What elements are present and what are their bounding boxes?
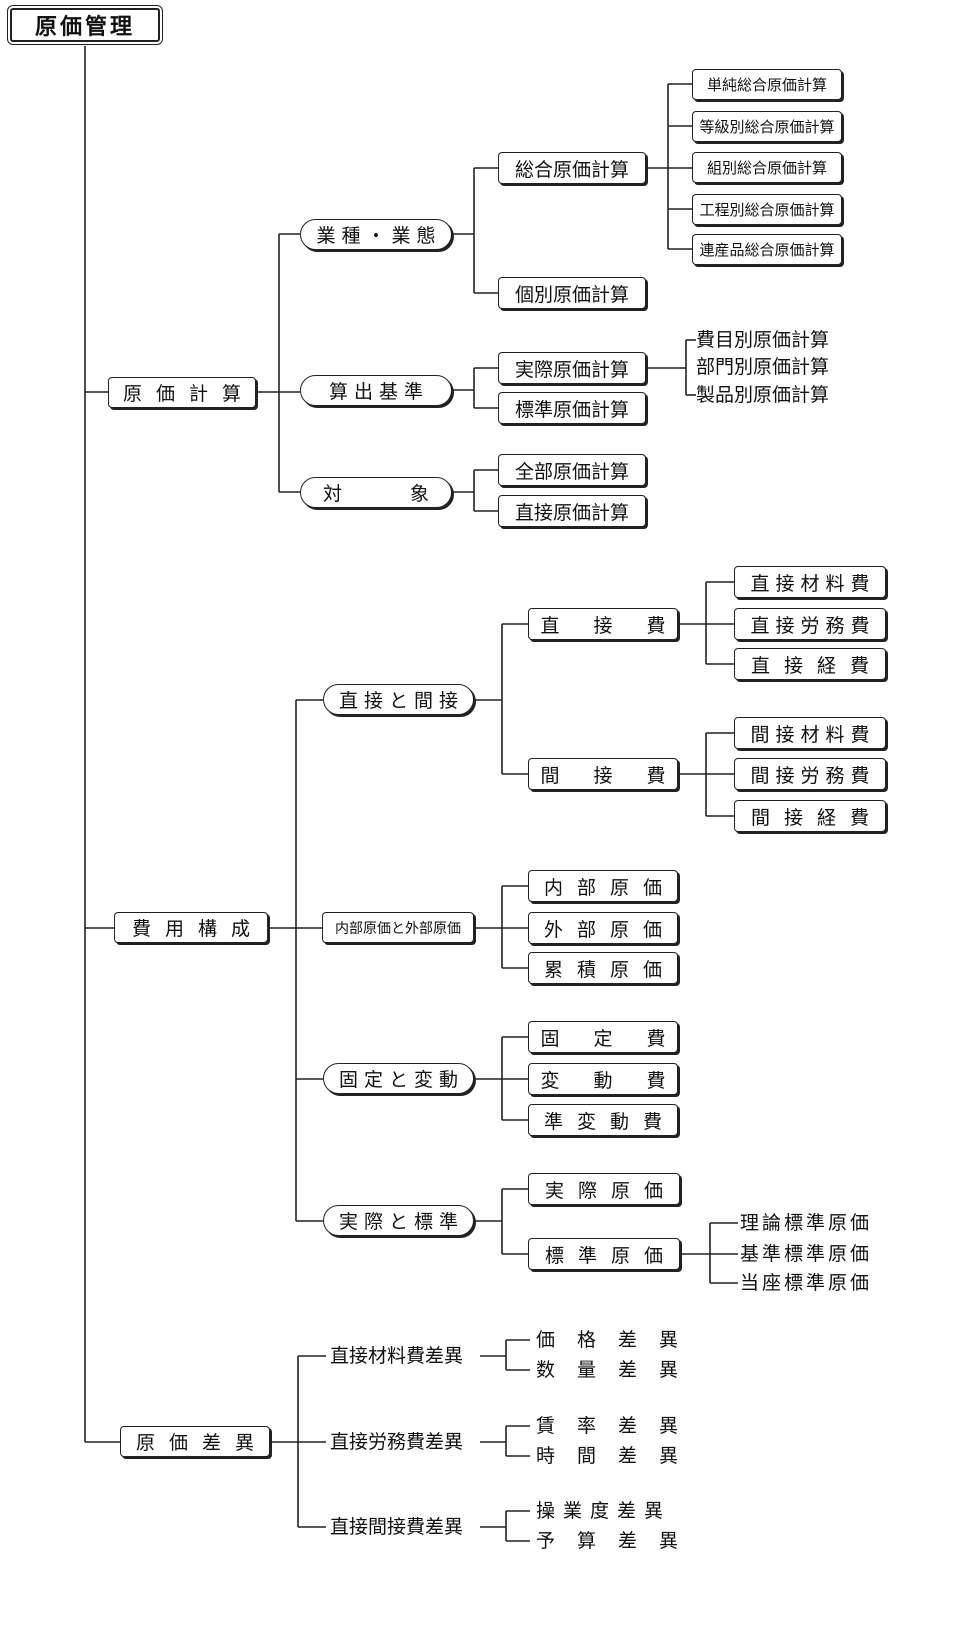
text-actual-item: 部門別原価計算 xyxy=(696,356,830,378)
node-direct-item: 直接労務費 xyxy=(734,608,886,640)
node-total-item: 工程別総合原価計算 xyxy=(692,194,842,225)
node-fixed-item: 固 定 費 xyxy=(528,1021,678,1053)
node-full-costing: 全部原価計算 xyxy=(498,454,646,486)
node-direct-indirect: 直接と間接 xyxy=(323,684,474,715)
node-direct-item: 直接材料費 xyxy=(734,566,886,598)
node-indirect-item: 間接労務費 xyxy=(734,758,886,790)
text-actual-item: 製品別原価計算 xyxy=(696,384,830,406)
node-basis: 算出基準 xyxy=(300,375,452,406)
node-standard-costing: 標準原価計算 xyxy=(498,392,646,424)
node-fixed-variable: 固定と変動 xyxy=(323,1063,474,1094)
text-variance-item: 時間差異 xyxy=(536,1445,701,1467)
node-indirect-cost: 間 接 費 xyxy=(528,758,678,790)
text-actual-item: 費目別原価計算 xyxy=(696,329,830,351)
node-actual-standard: 実際と標準 xyxy=(323,1205,474,1236)
node-internal-external: 内部原価と外部原価 xyxy=(322,912,474,943)
root-node: 原価管理 xyxy=(7,5,163,45)
node-target-right: 象 xyxy=(409,483,429,505)
node-total-item: 連産品総合原価計算 xyxy=(692,234,842,265)
text-variance-item: 数量差異 xyxy=(536,1359,701,1381)
text-variance-item: 賃率差異 xyxy=(536,1415,701,1437)
text-standard-item: 基準標準原価 xyxy=(740,1243,873,1265)
node-internal-item: 累積原価 xyxy=(528,952,678,984)
node-cost-calculation: 原価計算 xyxy=(108,377,256,408)
node-process-costing: 総合原価計算 xyxy=(498,152,646,184)
node-indirect-item: 間接経費 xyxy=(734,800,886,832)
text-standard-item: 理論標準原価 xyxy=(740,1212,873,1234)
node-industry: 業種・業態 xyxy=(300,219,452,250)
node-actual-cost: 実際原価 xyxy=(528,1173,680,1205)
node-direct-costing: 直接原価計算 xyxy=(498,495,646,527)
node-direct-cost: 直 接 費 xyxy=(528,608,678,640)
node-cost-structure: 費用構成 xyxy=(114,912,268,943)
node-cost-variance: 原価差異 xyxy=(120,1426,270,1457)
node-job-costing: 個別原価計算 xyxy=(498,277,646,309)
node-target-left: 対 xyxy=(323,483,343,505)
node-indirect-item: 間接材料費 xyxy=(734,717,886,749)
text-variance-item: 予算差異 xyxy=(536,1530,701,1552)
node-fixed-item: 変 動 費 xyxy=(528,1063,678,1095)
text-standard-item: 当座標準原価 xyxy=(740,1272,873,1294)
text-overhead-variance: 直接間接費差異 xyxy=(330,1516,464,1538)
node-actual-costing: 実際原価計算 xyxy=(498,352,646,384)
node-direct-item: 直接経費 xyxy=(734,648,886,680)
text-variance-item: 操業度差異 xyxy=(536,1500,672,1522)
node-total-item: 等級別総合原価計算 xyxy=(692,111,842,142)
node-internal-item: 外部原価 xyxy=(528,912,678,944)
text-variance-item: 価格差異 xyxy=(536,1329,701,1351)
text-labor-variance: 直接労務費差異 xyxy=(330,1431,464,1453)
node-fixed-item: 準変動費 xyxy=(528,1104,678,1136)
node-target: 対 象 xyxy=(300,477,452,508)
node-total-item: 単純総合原価計算 xyxy=(692,69,842,100)
node-internal-item: 内部原価 xyxy=(528,870,678,902)
node-total-item: 組別総合原価計算 xyxy=(692,152,842,183)
text-material-variance: 直接材料費差異 xyxy=(330,1345,464,1367)
node-standard-cost: 標準原価 xyxy=(528,1238,680,1270)
